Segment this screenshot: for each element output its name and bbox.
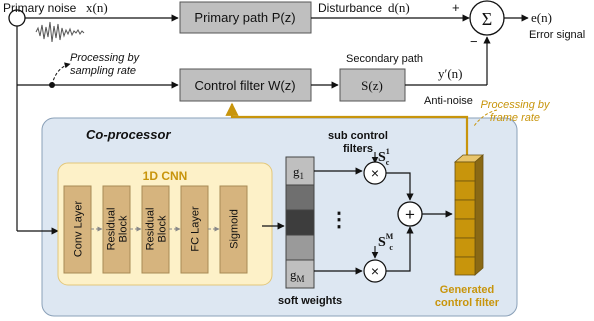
- frame-rate-line-1: Processing by: [480, 99, 551, 111]
- soft-weights-stack: [285, 156, 315, 289]
- generated-label-1: Generated: [440, 284, 494, 296]
- disturbance-label: Disturbance: [318, 1, 382, 15]
- multm-to-add-line: [386, 226, 414, 272]
- error-symbol: e(n): [531, 10, 552, 25]
- control-filter-label: Control filter W(z): [194, 78, 295, 93]
- multiply-symbol-1: ×: [371, 165, 379, 181]
- cnn-layer-label-3: ResidualBlock: [145, 208, 169, 251]
- sum-symbol: Σ: [482, 9, 492, 29]
- cnn-layer-label-4: FC Layer: [190, 206, 202, 252]
- sampling-rate-line-1: Processing by: [70, 52, 141, 64]
- weight-cell-2: [285, 184, 315, 211]
- mult1-to-add-line: [386, 172, 414, 201]
- frame-rate-pointer: [473, 109, 498, 127]
- secondary-path-label: S(z): [361, 78, 383, 93]
- anti-noise-symbol: y′(n): [438, 66, 463, 81]
- cnn-layer-label-5: Sigmoid: [229, 209, 241, 249]
- cnn-layer-block-5: [219, 185, 248, 274]
- cnn-layer-block-3: [141, 185, 170, 274]
- error-label: Error signal: [529, 29, 585, 41]
- sub-filters-line-1: sub control: [328, 130, 388, 142]
- control-filter-block: [179, 68, 312, 102]
- secondary-path-title: Secondary path: [346, 53, 423, 65]
- secondary-path-block: [339, 68, 406, 102]
- minus-sign: −: [470, 34, 478, 49]
- multiply-symbol-m: ×: [371, 263, 379, 279]
- disturbance-symbol: d(n): [388, 0, 410, 15]
- primary-noise-symbol: x(n): [86, 0, 108, 15]
- coprocessor-title: Co-processor: [86, 127, 171, 142]
- primary-path-block: [179, 1, 312, 34]
- weight-gm: gM: [290, 267, 305, 284]
- sampling-rate-line-2: sampling rate: [70, 65, 136, 77]
- weight-cell-4: [285, 234, 315, 261]
- soft-weights-label: soft weights: [278, 295, 342, 307]
- cnn-layer-label-1: Conv Layer: [73, 201, 85, 258]
- filter-update-path: [225, 102, 469, 162]
- primary-noise-label: Primary noise: [3, 1, 77, 15]
- weight-cell-3: [285, 209, 315, 236]
- weight-cell-m: [285, 259, 315, 289]
- primary-path-label: Primary path P(z): [194, 10, 295, 25]
- cnn-layers: Conv Layer ResidualBlock ResidualBlock FC L…: [63, 185, 248, 274]
- frame-rate-line-2: frame rate: [490, 112, 540, 124]
- generated-filter-stack: [453, 154, 485, 276]
- sampling-rate-pointer: [51, 62, 71, 86]
- cnn-title: 1D CNN: [143, 169, 188, 183]
- sub-filters-line-2: filters: [343, 143, 373, 155]
- add-symbol: +: [405, 205, 415, 224]
- weight-g1: g1: [293, 164, 304, 181]
- anti-noise-label: Anti-noise: [424, 95, 473, 107]
- ellipsis: ⋮: [329, 209, 349, 231]
- cnn-layer-block-1: [63, 185, 92, 274]
- cnn-layer-label-2: ResidualBlock: [106, 208, 130, 251]
- generated-label-2: control filter: [435, 297, 500, 309]
- cnn-layer-block-4: [180, 185, 209, 274]
- noise-waveform-icon: [35, 21, 85, 43]
- plus-sign: +: [452, 0, 460, 15]
